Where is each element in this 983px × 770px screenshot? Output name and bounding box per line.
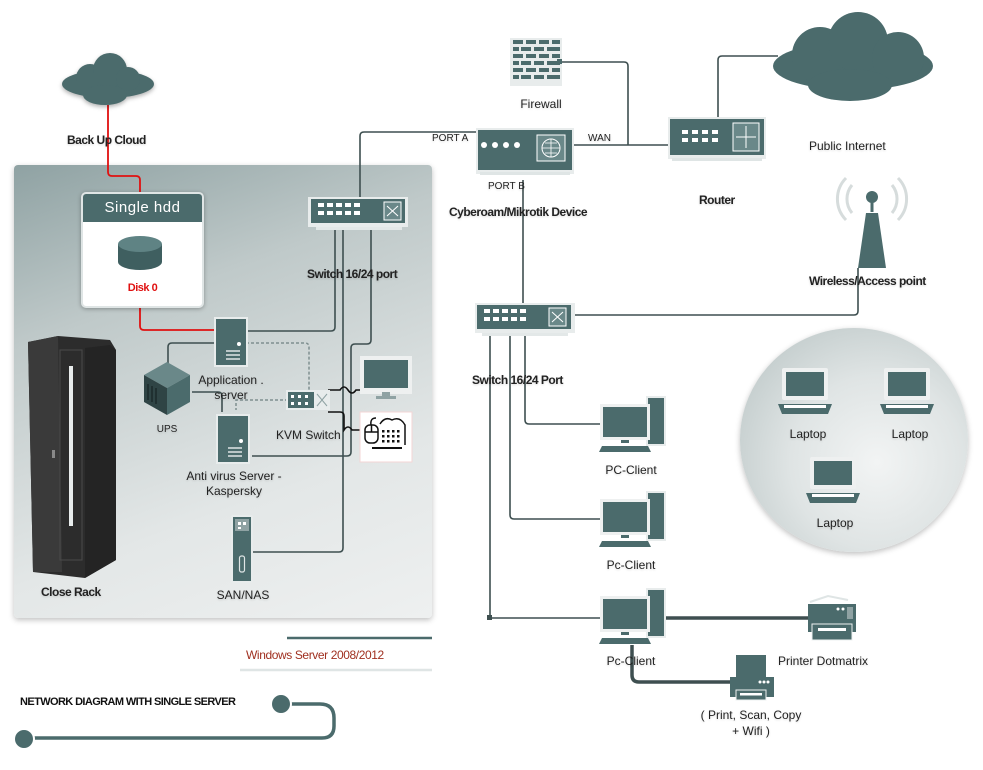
link-kvm-to-app-dashed [246, 342, 310, 390]
app-server-label-1: Application . [198, 373, 264, 387]
server-icon [214, 317, 248, 367]
desktop-pc-icon [599, 491, 666, 547]
printer-dotmatrix-label: Printer Dotmatrix [778, 654, 869, 668]
cloud-icon [62, 53, 154, 105]
link-ups-to-av [192, 391, 223, 412]
av-server-label-2: Kaspersky [205, 484, 263, 498]
wireless-ap-label: Wireless/Access point [809, 274, 926, 288]
link-kvm-to-monitor [328, 386, 378, 394]
link-to-pc1 [524, 330, 602, 425]
desktop-pc-icon [599, 588, 666, 644]
storage-icon [231, 515, 253, 583]
link-router-to-internet [717, 55, 778, 118]
firewall-label: Firewall [520, 97, 562, 111]
laptop-3-label: Laptop [816, 516, 854, 530]
ups-icon [144, 362, 190, 415]
subtitle-label: Windows Server 2008/2012 [246, 648, 384, 662]
kvm-switch-icon [286, 390, 330, 410]
diagram-title: NETWORK DIAGRAM WITH SINGLE SERVER [20, 696, 236, 708]
link-kvm-to-keyboard [328, 411, 362, 433]
close-rack-label: Close Rack [41, 585, 101, 599]
laptop-2-label: Laptop [891, 427, 929, 441]
link-switch-to-app-server [248, 230, 336, 332]
link-backup-cloud-to-hdd [107, 105, 141, 193]
app-server-label-2: server [214, 388, 248, 402]
link-pc3-to-mfp [630, 645, 740, 684]
san-nas-label: SAN/NAS [216, 588, 270, 602]
firewall-icon [510, 38, 562, 86]
router-label: Router [699, 193, 735, 207]
router-icon [668, 117, 766, 161]
av-server-label-1: Anti virus Server - [186, 469, 282, 483]
single-hdd-title: Single hdd [83, 194, 202, 222]
pc-client-3-label: Pc-Client [606, 654, 656, 668]
ups-label: UPS [156, 424, 178, 435]
printer-mfp-label-2: + Wifi ) [732, 724, 770, 738]
backup-cloud-label: Back Up Cloud [67, 133, 146, 147]
desktop-pc-icon [599, 396, 666, 452]
monitor-icon [360, 356, 412, 399]
kvm-switch-label: KVM Switch [276, 428, 341, 442]
printer-icon [808, 594, 856, 641]
server-switch-label: Switch 16/24 port [307, 267, 398, 281]
link-to-pc2 [509, 330, 602, 520]
switch-icon [308, 197, 408, 230]
single-hdd-card: Single hdd Disk 0 [81, 192, 204, 308]
port-b-label: PORT B [488, 181, 525, 192]
link-kvm-to-av-dashed [235, 399, 288, 410]
client-switch-label: Switch 16/24 Port [472, 373, 563, 387]
link-switch-to-av-server [252, 230, 344, 553]
keyboard-mouse-icon [359, 411, 413, 463]
server-icon [216, 414, 250, 464]
cyberoam-label: Cyberoam/Mikrotik Device [449, 205, 588, 219]
disk-label: Disk 0 [127, 282, 158, 294]
antenna-icon [835, 176, 909, 268]
switch-icon [475, 303, 575, 336]
printer-mfp-label-1: ( Print, Scan, Copy [700, 708, 802, 722]
link-switch-to-kvm [252, 230, 372, 457]
port-a-label: PORT A [432, 133, 469, 144]
rack-icon [28, 336, 116, 578]
pc-client-2-label: Pc-Client [606, 558, 656, 572]
pc-client-1-label: PC-Client [605, 463, 657, 477]
printer-icon [730, 655, 774, 701]
link-ups-to-app [167, 342, 218, 365]
laptop-group [740, 328, 968, 552]
public-internet-label: Public Internet [809, 139, 886, 153]
link-switch-to-port-a [359, 131, 478, 200]
title-connector [13, 693, 336, 750]
gateway-icon [476, 128, 574, 175]
laptop-1-label: Laptop [789, 427, 827, 441]
link-firewall [560, 61, 629, 145]
link-hdd-to-app-server [139, 305, 216, 331]
link-switch-to-ap [572, 268, 859, 316]
wan-label: WAN [588, 133, 611, 144]
cloud-icon [773, 12, 933, 101]
